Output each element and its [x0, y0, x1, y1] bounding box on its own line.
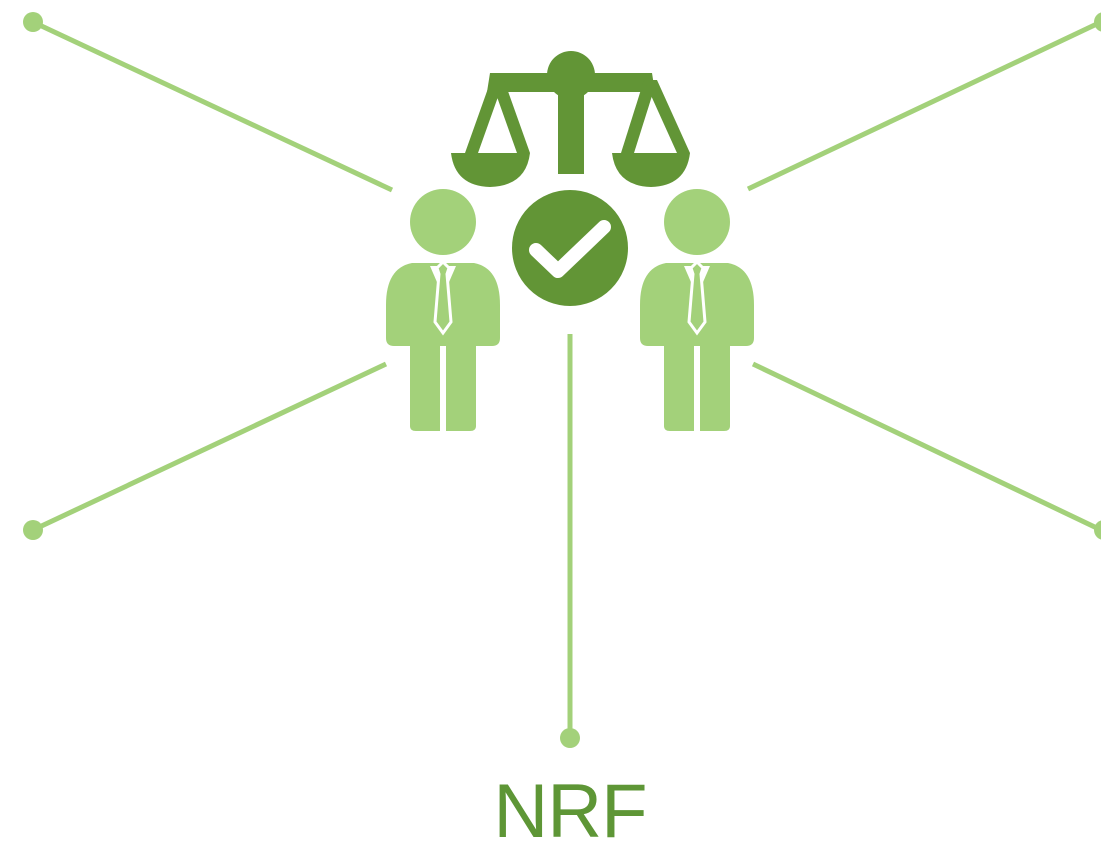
- businessman-icon-left: [386, 189, 500, 431]
- node-bottom-center: [560, 728, 580, 748]
- end-nodes: [23, 12, 1101, 748]
- connector-top-left: [31, 19, 394, 193]
- check-circle-icon: [508, 186, 632, 310]
- node-top-left: [23, 12, 43, 32]
- connector-bottom-left: [31, 361, 388, 533]
- connector-top-right: [746, 19, 1101, 192]
- connectors: [31, 19, 1101, 738]
- node-bottom-right: [1094, 520, 1101, 540]
- scales-of-justice-icon: [451, 51, 690, 187]
- connector-bottom-right: [751, 361, 1101, 533]
- businessman-icon-right: [640, 189, 754, 431]
- node-bottom-left: [23, 520, 43, 540]
- hub-label: NRF: [493, 769, 647, 843]
- node-top-right: [1094, 12, 1101, 32]
